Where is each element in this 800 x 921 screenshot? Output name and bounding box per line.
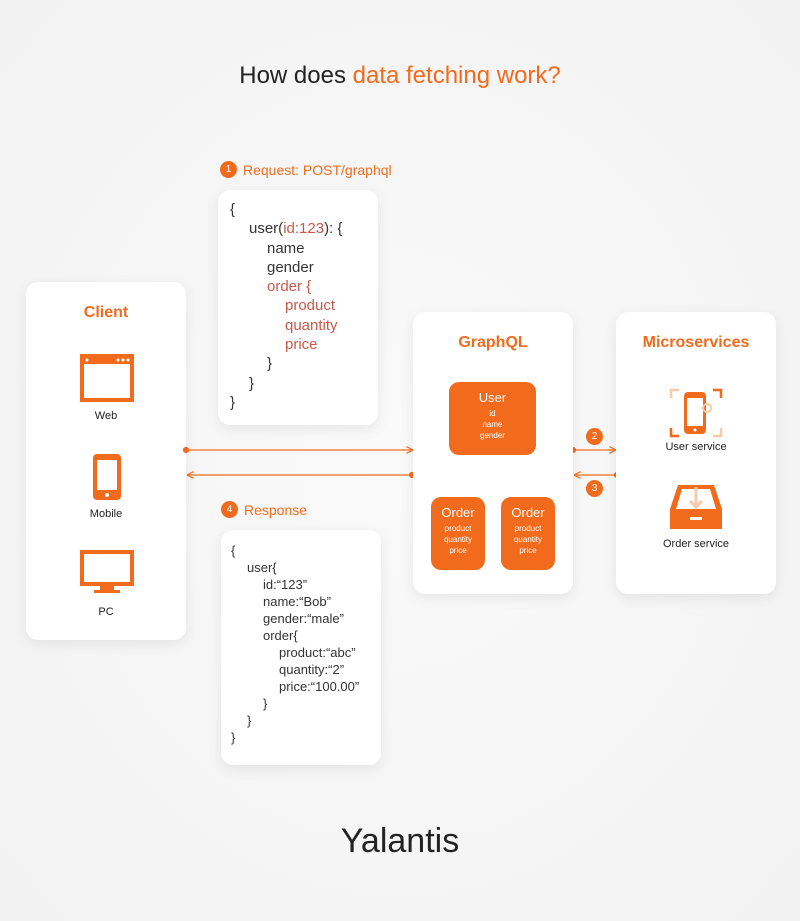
user-service-phone-icon xyxy=(669,388,723,438)
web-label: Web xyxy=(94,410,118,422)
mobile-label: Mobile xyxy=(89,508,123,520)
client-card: Client Web Mobile PC xyxy=(26,282,186,640)
graphql-card: GraphQL User id name gender Order produc… xyxy=(413,312,573,594)
graphql-title: GraphQL xyxy=(458,334,528,351)
microservices-title: Microservices xyxy=(642,334,750,351)
order-type-box: Order product quantity price xyxy=(431,497,485,570)
order-service-inbox-icon xyxy=(670,485,722,529)
order-type-box: Order product quantity price xyxy=(501,497,555,570)
user-type-box: User id name gender xyxy=(449,382,536,455)
yalantis-logo: Yalantis xyxy=(340,822,460,860)
response-code-card: { user{ id:“123” name:“Bob” gender:“male… xyxy=(221,530,381,765)
order-service-label: Order service xyxy=(662,538,730,550)
mobile-phone-icon xyxy=(93,454,121,500)
web-browser-icon xyxy=(80,354,134,402)
step-3-badge: 3 xyxy=(586,480,603,497)
pc-monitor-icon xyxy=(80,550,134,593)
user-service-label: User service xyxy=(665,441,727,453)
client-title: Client xyxy=(83,304,129,321)
request-code-card: { user(id:123): { name gender order { pr… xyxy=(218,190,378,425)
page-title: How does data fetching work? xyxy=(239,62,561,89)
step-2-badge: 2 xyxy=(586,428,603,445)
microservices-card: Microservices User service Order service xyxy=(616,312,776,594)
pc-label: PC xyxy=(98,606,114,618)
